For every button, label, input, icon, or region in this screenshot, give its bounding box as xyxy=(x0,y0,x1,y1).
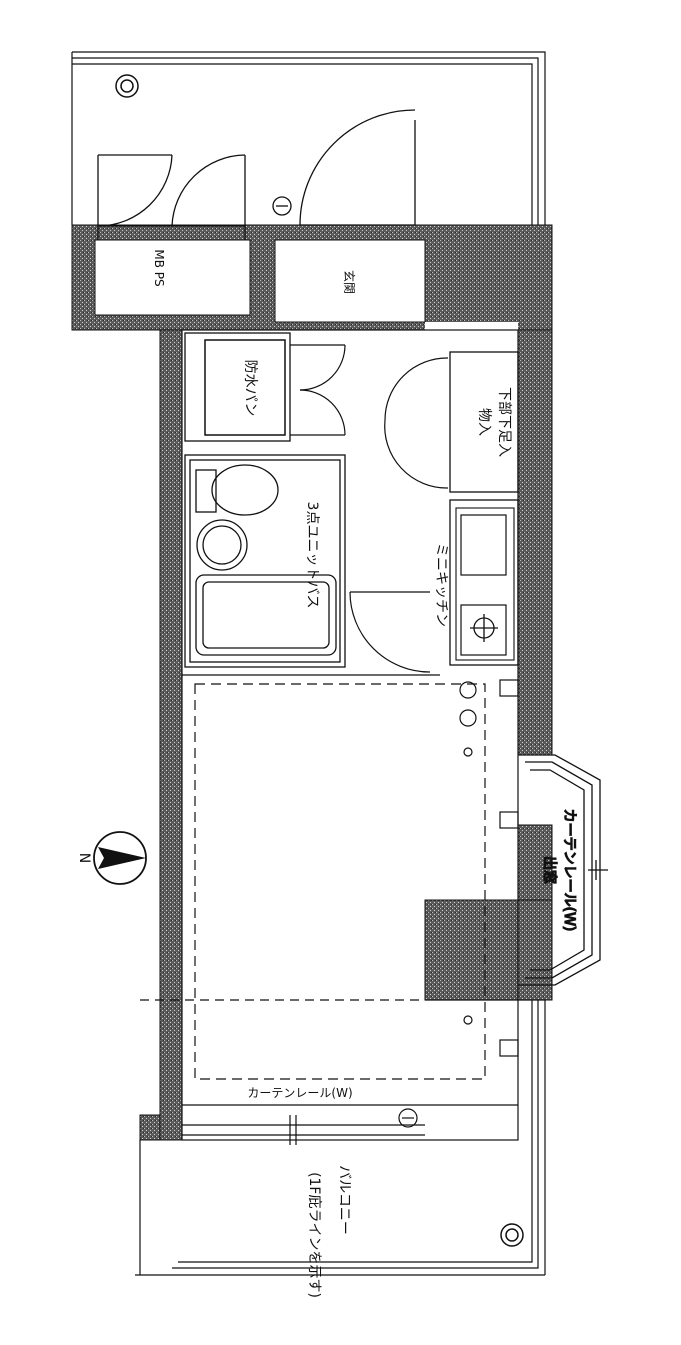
bay-window: 出窓 カーテンレール(W) xyxy=(518,754,608,986)
balcony-curtain-rail-label: カーテンレール(W) xyxy=(247,1086,352,1100)
balcony-label: バルコニー xyxy=(336,1165,352,1235)
floor-line-note: (1F庇ラインを示す) xyxy=(306,1172,322,1298)
balcony xyxy=(135,999,546,1276)
column-marker-top xyxy=(115,74,139,98)
column-marker-bottom xyxy=(500,1223,524,1247)
storage-note: 下部下足入 xyxy=(496,387,512,457)
mb-ps-label: MB PS xyxy=(152,249,166,286)
outlet-icon xyxy=(459,679,519,1057)
stove-icon xyxy=(470,614,498,642)
sink-icon xyxy=(196,519,248,571)
double-door xyxy=(290,344,346,436)
walls xyxy=(71,224,553,1141)
waterproof-pan-label: 防水パン xyxy=(242,360,258,417)
top-corridor xyxy=(71,51,546,225)
toilet-icon xyxy=(195,464,279,516)
balcony-door xyxy=(182,1108,425,1145)
entrance-label: 玄関 xyxy=(342,270,357,294)
bay-curtain-rail-label: カーテンレール(W) xyxy=(561,809,577,932)
storage-label: 物入 xyxy=(476,408,492,436)
main-room xyxy=(182,683,518,1106)
entrance-door xyxy=(272,109,416,226)
bay-window-label: 出窓 xyxy=(541,856,558,884)
mini-kitchen: ミニキッチン xyxy=(433,499,519,666)
mb-ps: MB PS xyxy=(97,154,246,287)
unit-bath-label: 3点ユニットバス xyxy=(304,502,320,609)
north-arrow-icon: N xyxy=(76,831,147,885)
door-swing-icon xyxy=(349,591,431,673)
unit-outline xyxy=(181,329,519,1141)
washer-area: 防水パン xyxy=(184,332,291,442)
storage: 物入 下部下足入 xyxy=(384,351,519,493)
north-letter: N xyxy=(76,853,92,863)
interior-openings xyxy=(94,239,518,332)
mini-kitchen-label: ミニキッチン xyxy=(433,543,449,627)
unit-bath xyxy=(184,454,346,668)
